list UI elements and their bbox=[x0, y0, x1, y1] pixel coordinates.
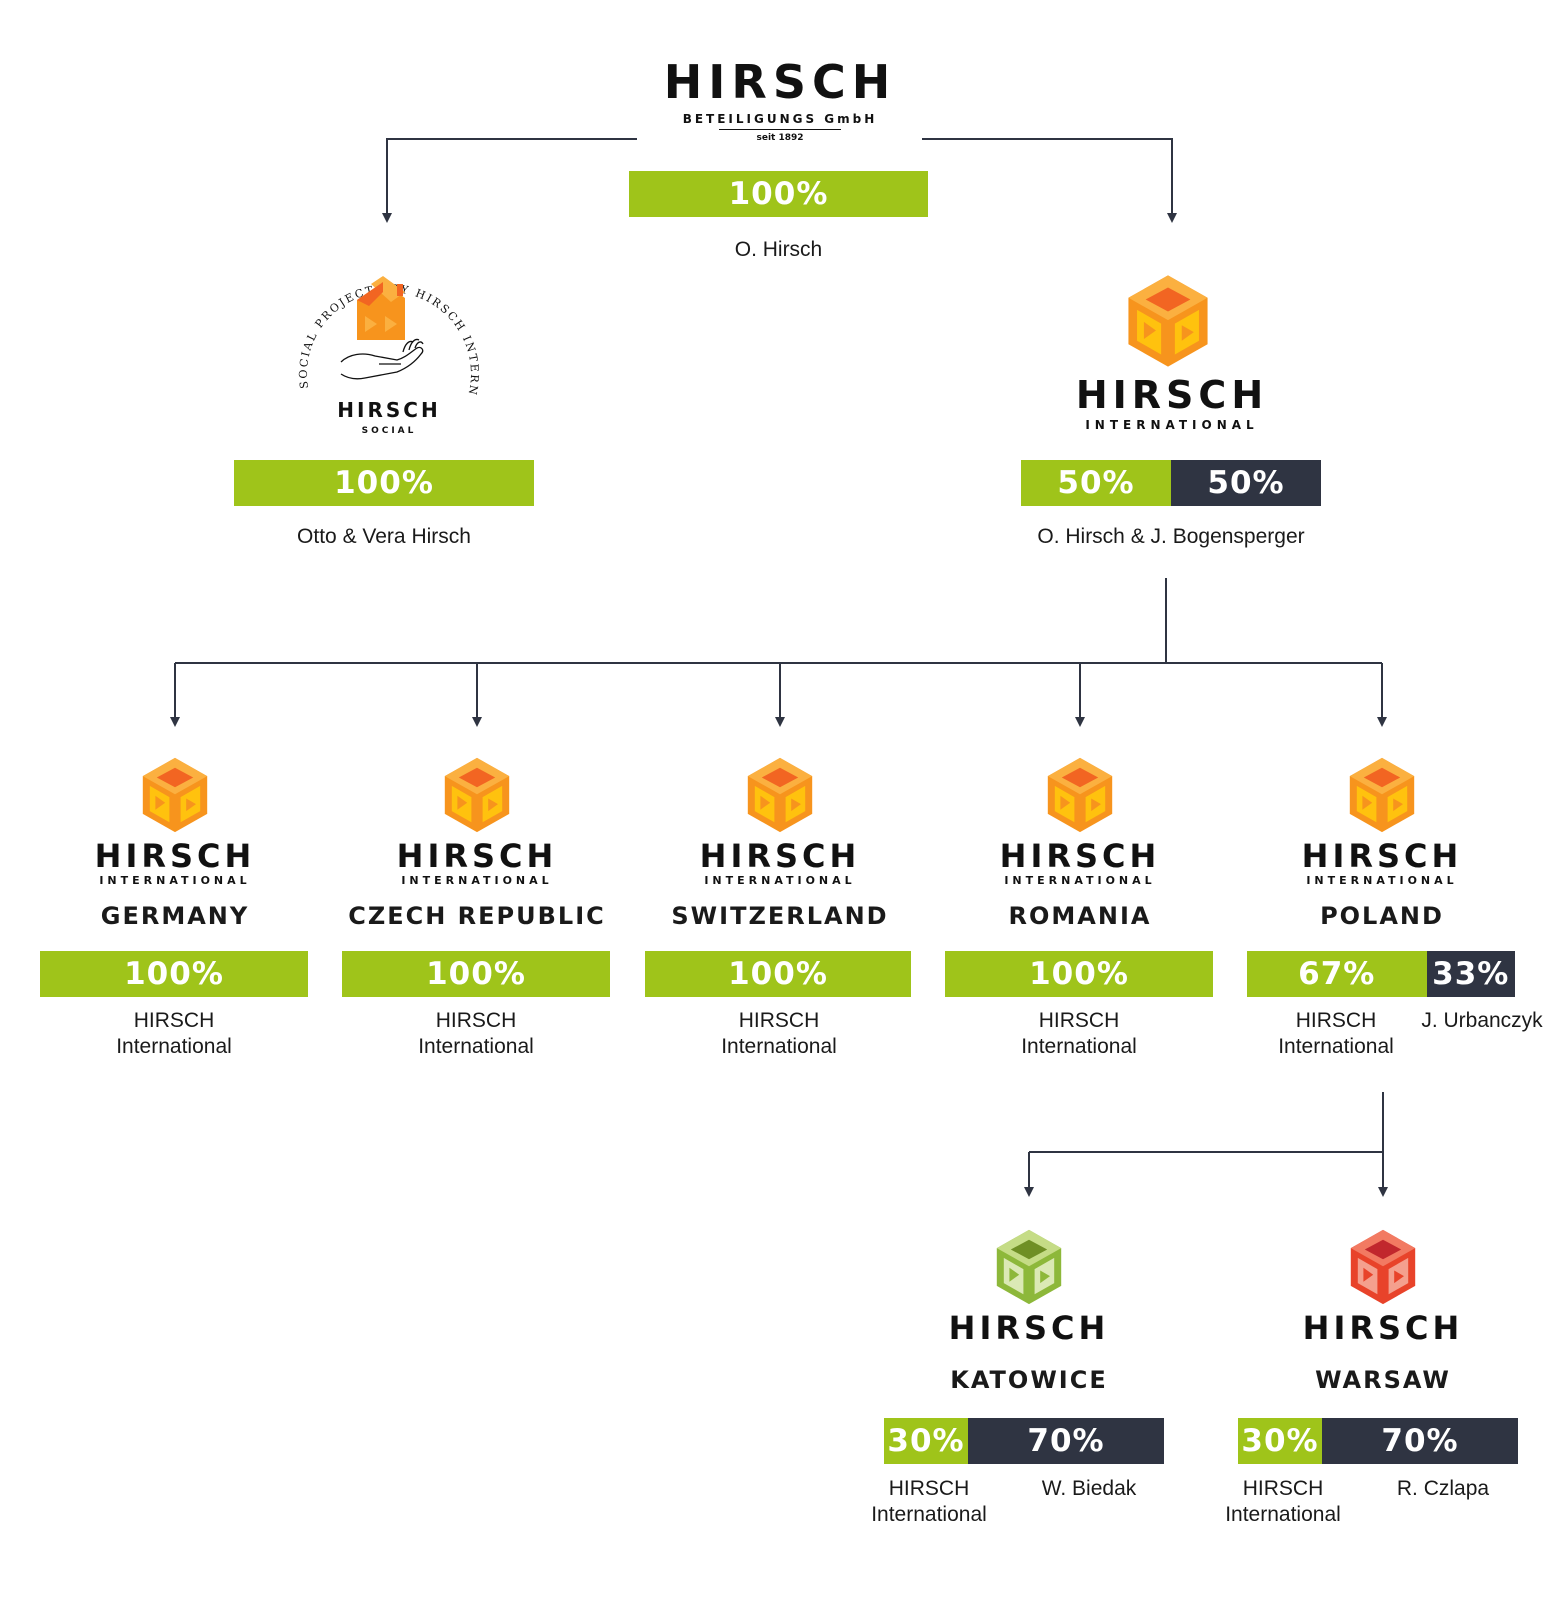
city-logo-name: HIRSCH bbox=[948, 1309, 1110, 1347]
city-owner: HIRSCH International bbox=[871, 1477, 987, 1526]
country-bar: 100% bbox=[40, 951, 308, 997]
top-logo: HIRSCH BETEILIGUNGS GmbH seit 1892 bbox=[630, 58, 930, 144]
bar-segment: 50% bbox=[1171, 460, 1321, 506]
international-logo: HIRSCH INTERNATIONAL bbox=[1042, 375, 1302, 432]
bar-segment: 100% bbox=[645, 951, 911, 997]
city-name: KATOWICE bbox=[950, 1366, 1108, 1394]
bar-segment: 33% bbox=[1426, 951, 1515, 997]
red-cube-icon bbox=[1350, 1229, 1416, 1305]
country-name: ROMANIA bbox=[1008, 902, 1152, 930]
city-owner-secondary: R. Czlapa bbox=[1396, 1477, 1490, 1500]
country-owner: HIRSCH International bbox=[1278, 1009, 1394, 1058]
city-bar: 30%70% bbox=[1238, 1418, 1518, 1464]
bar-segment: 67% bbox=[1247, 951, 1427, 997]
bar-segment: 30% bbox=[884, 1418, 968, 1464]
city-bar: 30%70% bbox=[884, 1418, 1164, 1464]
city-name: WARSAW bbox=[1315, 1366, 1451, 1394]
bar-segment: 100% bbox=[342, 951, 610, 997]
country-bar: 67%33% bbox=[1247, 951, 1515, 997]
top-bar-segment: 100% bbox=[629, 171, 928, 217]
country-name: GERMANY bbox=[100, 902, 250, 930]
country-name: POLAND bbox=[1320, 902, 1444, 930]
orange-cube-icon bbox=[1128, 275, 1208, 367]
social-logo-sub: SOCIAL bbox=[361, 426, 417, 436]
connector-top-international bbox=[922, 138, 1177, 223]
country-owner: HIRSCH International bbox=[721, 1009, 837, 1058]
orange-cube-icon bbox=[1047, 757, 1113, 833]
top-logo-since: seit 1892 bbox=[756, 133, 804, 143]
country-bar: 100% bbox=[342, 951, 610, 997]
top-bar: 100% bbox=[629, 171, 928, 217]
country-owner: HIRSCH International bbox=[116, 1009, 232, 1058]
country-logo-name: HIRSCH bbox=[699, 837, 861, 875]
international-logo-sub: INTERNATIONAL bbox=[1085, 418, 1259, 432]
country-logo-sub: INTERNATIONAL bbox=[704, 874, 856, 887]
orange-cube-icon bbox=[1349, 757, 1415, 833]
country-logo-sub: INTERNATIONAL bbox=[401, 874, 553, 887]
country-owner-secondary: J. Urbanczyk bbox=[1421, 1009, 1543, 1032]
country-bar: 100% bbox=[645, 951, 911, 997]
country-name: CZECH REPUBLIC bbox=[348, 902, 606, 930]
bar-segment: 50% bbox=[1021, 460, 1171, 506]
bar-segment: 30% bbox=[1238, 1418, 1322, 1464]
country-logo-sub: INTERNATIONAL bbox=[99, 874, 251, 887]
social-owner: Otto & Vera Hirsch bbox=[297, 525, 471, 548]
country-logo-name: HIRSCH bbox=[999, 837, 1161, 875]
country-logo-name: HIRSCH bbox=[396, 837, 558, 875]
social-emblem: SOCIAL PROJECTS BY HIRSCH INTERNATIONAL bbox=[279, 232, 479, 398]
country-logo-name: HIRSCH bbox=[1301, 837, 1463, 875]
country-logo-sub: INTERNATIONAL bbox=[1306, 874, 1458, 887]
city-owner: HIRSCH International bbox=[1225, 1477, 1341, 1526]
country-owner: HIRSCH International bbox=[418, 1009, 534, 1058]
social-logo: HIRSCH SOCIAL bbox=[289, 399, 489, 438]
bar-segment: 70% bbox=[1322, 1418, 1518, 1464]
top-logo-rule bbox=[719, 129, 841, 130]
orange-cube-icon bbox=[444, 757, 510, 833]
orange-cube-icon bbox=[747, 757, 813, 833]
connector-top-social bbox=[382, 138, 637, 223]
city-owner-secondary: W. Biedak bbox=[1041, 1477, 1137, 1500]
bar-segment: 70% bbox=[968, 1418, 1164, 1464]
social-bar-segment: 100% bbox=[234, 460, 534, 506]
international-owner: O. Hirsch & J. Bogensperger bbox=[1037, 525, 1305, 548]
international-bar: 50%50% bbox=[1021, 460, 1321, 506]
country-owner: HIRSCH International bbox=[1021, 1009, 1137, 1058]
bar-segment: 100% bbox=[40, 951, 308, 997]
house-icon bbox=[357, 276, 405, 340]
country-logo-sub: INTERNATIONAL bbox=[1004, 874, 1156, 887]
social-logo-name: HIRSCH bbox=[337, 398, 441, 422]
country-bar: 100% bbox=[945, 951, 1213, 997]
top-owner: O. Hirsch bbox=[734, 238, 823, 261]
social-bar: 100% bbox=[234, 460, 534, 506]
top-logo-name: HIRSCH bbox=[663, 55, 897, 109]
hand-icon bbox=[340, 338, 424, 380]
country-logo-name: HIRSCH bbox=[94, 837, 256, 875]
city-logo-name: HIRSCH bbox=[1302, 1309, 1464, 1347]
top-logo-sub: BETEILIGUNGS GmbH bbox=[682, 112, 878, 126]
green-cube-icon bbox=[996, 1229, 1062, 1305]
orange-cube-icon bbox=[142, 757, 208, 833]
international-logo-name: HIRSCH bbox=[1075, 373, 1269, 417]
bar-segment: 100% bbox=[945, 951, 1213, 997]
country-name: SWITZERLAND bbox=[671, 902, 889, 930]
